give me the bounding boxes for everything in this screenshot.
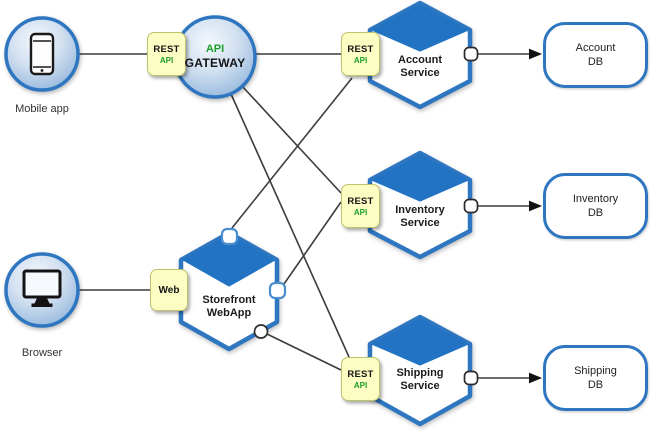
inventory-db-label-line2: DB bbox=[587, 207, 604, 219]
api-label: API bbox=[353, 207, 368, 217]
web-connector: Web bbox=[150, 269, 188, 311]
api-label: API bbox=[159, 55, 174, 65]
browser-label: Browser bbox=[21, 347, 63, 359]
smartphone-icon bbox=[29, 32, 55, 76]
edge-storefront-to-account-rest bbox=[231, 77, 353, 229]
api-label: API bbox=[353, 55, 368, 65]
inventory-service-node bbox=[367, 150, 473, 260]
storefront-cube-top bbox=[183, 234, 275, 287]
api-label: API bbox=[353, 380, 368, 390]
account-service-port bbox=[463, 46, 479, 62]
edge-storefront-to-inventory-rest bbox=[283, 201, 342, 285]
shipping-db-label-line1: Shipping bbox=[574, 365, 617, 377]
storefront-webapp-label: Storefront WebApp bbox=[179, 294, 279, 320]
shipping-service-node bbox=[367, 314, 473, 427]
edge-gateway-to-shipping-rest bbox=[230, 93, 350, 358]
storefront-label-line1: Storefront bbox=[202, 294, 256, 306]
account-db-label-line1: Account bbox=[575, 42, 616, 54]
shipping-service-port bbox=[463, 370, 479, 386]
shipping-db-label-line2: DB bbox=[587, 379, 604, 391]
browser-node bbox=[4, 252, 80, 328]
rest-label: REST bbox=[347, 368, 374, 380]
edges bbox=[77, 48, 542, 384]
storefront-top-port bbox=[220, 227, 239, 246]
account-service-cube-top bbox=[372, 4, 468, 52]
inventory-service-label-line1: Inventory bbox=[395, 204, 445, 216]
inventory-service-port bbox=[463, 198, 479, 214]
inventory-service-label: Inventory Service bbox=[370, 204, 470, 230]
arrowhead-account-db bbox=[529, 48, 542, 60]
account-db-label-line2: DB bbox=[587, 56, 604, 68]
api-gateway-label-line1: API bbox=[205, 43, 225, 55]
account-service-label-line2: Service bbox=[400, 67, 440, 79]
arrowhead-shipping-db bbox=[529, 372, 542, 384]
inventory-db-label-line1: Inventory bbox=[572, 193, 619, 205]
account-db-node: Account DB bbox=[543, 22, 648, 88]
monitor-icon bbox=[22, 269, 62, 307]
shipping-rest-connector: REST API bbox=[341, 357, 380, 401]
account-rest-connector: REST API bbox=[341, 32, 380, 76]
edge-gateway-to-inventory-rest bbox=[241, 85, 342, 194]
storefront-label-line2: WebApp bbox=[206, 307, 252, 319]
account-service-label: Account Service bbox=[370, 54, 470, 80]
storefront-webapp-node bbox=[178, 230, 280, 352]
api-gateway-label-line2: GATEWAY bbox=[184, 56, 246, 70]
inventory-service-cube-top bbox=[372, 154, 468, 202]
edge-storefront-to-shipping-rest bbox=[266, 333, 342, 371]
rest-label: REST bbox=[153, 43, 180, 55]
storefront-right-port bbox=[268, 281, 287, 300]
account-service-node bbox=[367, 0, 473, 110]
shipping-service-label-line1: Shipping bbox=[396, 367, 444, 379]
api-gateway-label: API GATEWAY bbox=[165, 42, 265, 70]
gateway-rest-connector: REST API bbox=[147, 32, 186, 76]
arrowhead-inventory-db bbox=[529, 200, 542, 212]
inventory-rest-connector: REST API bbox=[341, 184, 380, 228]
mobile-app-label: Mobile app bbox=[15, 103, 69, 115]
rest-label: REST bbox=[347, 195, 374, 207]
shipping-service-label: Shipping Service bbox=[370, 367, 470, 393]
shipping-service-cube-top bbox=[372, 318, 468, 366]
inventory-db-node: Inventory DB bbox=[543, 173, 648, 239]
account-service-label-line1: Account bbox=[398, 54, 442, 66]
shipping-service-label-line2: Service bbox=[400, 380, 440, 392]
inventory-service-label-line2: Service bbox=[400, 217, 440, 229]
storefront-bottom-port bbox=[253, 324, 269, 339]
web-label: Web bbox=[158, 284, 180, 296]
rest-label: REST bbox=[347, 43, 374, 55]
mobile-app-node bbox=[4, 16, 80, 92]
shipping-db-node: Shipping DB bbox=[543, 345, 648, 411]
